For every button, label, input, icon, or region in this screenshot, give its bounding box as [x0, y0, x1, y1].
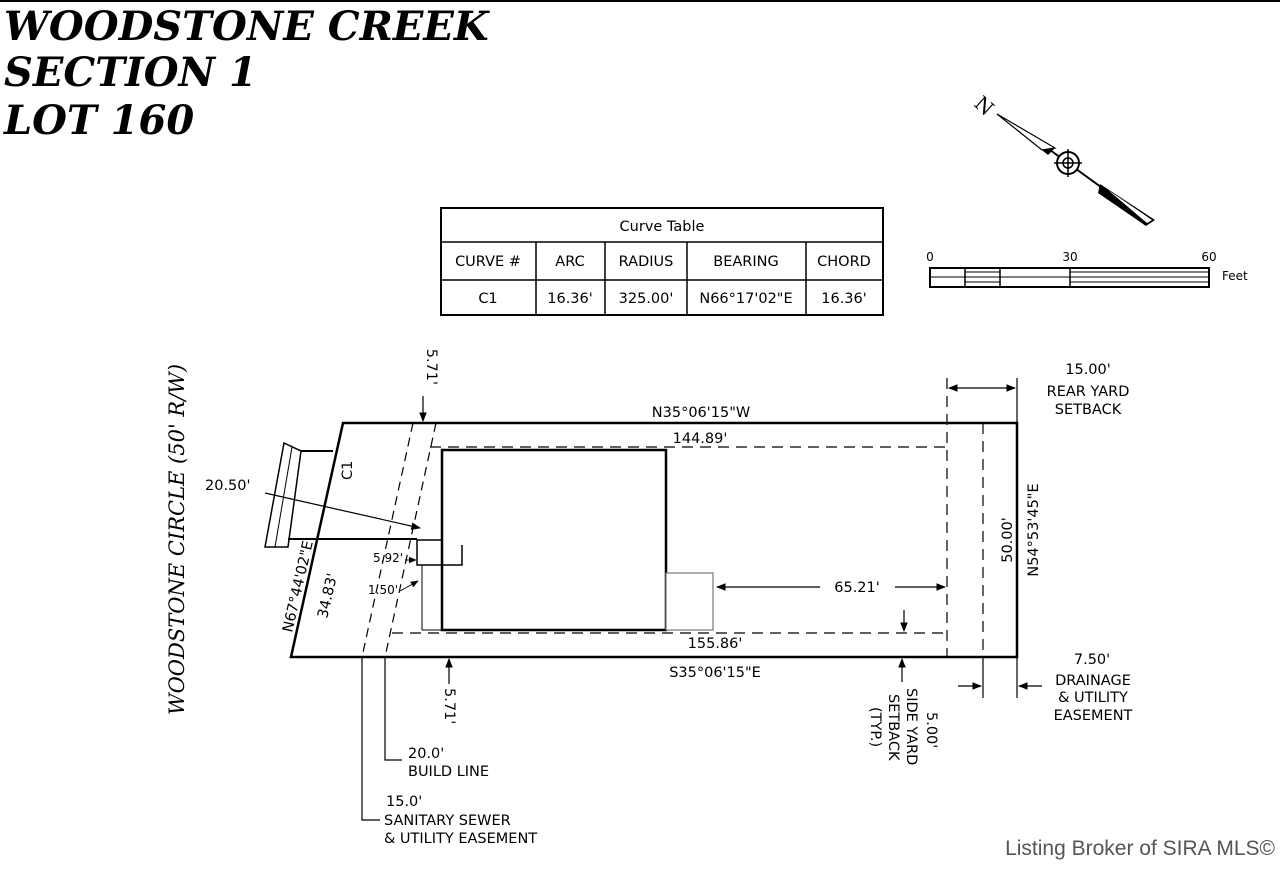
- curve-table-cell: 16.36': [821, 291, 867, 307]
- front-length: 34.83': [315, 572, 341, 620]
- rear-setback-value: 15.00': [1065, 362, 1111, 378]
- north-arrow-icon: N: [970, 91, 1155, 226]
- side-setback-line1: SIDE YARD: [903, 688, 919, 765]
- sewer-easement-line: [361, 422, 414, 658]
- curve-table-header: BEARING: [713, 254, 778, 270]
- build-line-label: BUILD LINE: [408, 764, 489, 780]
- watermark: Listing Broker of SIRA MLS©: [1005, 837, 1275, 860]
- curve-table-cell: 16.36': [547, 291, 593, 307]
- dim-65-21: 65.21': [834, 580, 880, 596]
- side-setback-label: 5.00' SIDE YARD SETBACK (TYP.): [867, 688, 939, 765]
- dim-5-71-top: 5.71': [423, 349, 439, 385]
- rear-bearing: N54°53'45"E: [1026, 483, 1042, 576]
- curve-table: Curve Table CURVE # ARC RADIUS BEARING C…: [440, 207, 884, 316]
- curve-table-cell: C1: [478, 291, 497, 307]
- dim-5-92: 5.92': [373, 551, 403, 565]
- scale-bar: 0 30 60 Feet: [926, 250, 1248, 288]
- build-line: [384, 422, 437, 658]
- sewer-easement-line2: & UTILITY EASEMENT: [384, 831, 537, 847]
- south-setback-length: 155.86': [688, 636, 743, 652]
- curve-table-cell: 325.00': [619, 291, 674, 307]
- side-setback-value: 5.00': [923, 712, 939, 748]
- south-line-bearing: S35°06'15"E: [669, 665, 761, 681]
- rear-setback-line2: SETBACK: [1055, 402, 1122, 418]
- patio: [665, 572, 714, 631]
- rear-setback-line1: REAR YARD: [1047, 384, 1130, 400]
- driveway: [264, 441, 417, 548]
- curve-label: C1: [340, 461, 356, 480]
- side-setback-line3: (TYP.): [867, 707, 883, 747]
- title-line-3: LOT 160: [3, 97, 194, 144]
- dim-20-50-line: [264, 492, 421, 530]
- dim-20-50: 20.50': [205, 478, 251, 494]
- curve-table-header: CHORD: [817, 254, 871, 270]
- scale-tick-60: 60: [1201, 250, 1216, 264]
- side-setback-line2: SETBACK: [885, 694, 901, 761]
- street-label: WOODSTONE CIRCLE (50' R/W): [165, 364, 189, 715]
- front-bearing: N67°44'02"E: [280, 539, 317, 633]
- scale-tick-30: 30: [1062, 250, 1077, 264]
- sewer-easement-leader: [361, 657, 380, 821]
- house-footprint: [416, 448, 714, 632]
- sewer-easement-line1: SANITARY SEWER: [384, 813, 511, 829]
- curve-table-title: Curve Table: [620, 219, 705, 235]
- drainage-line1: DRAINAGE: [1055, 673, 1131, 689]
- build-line-leader: [384, 657, 402, 761]
- build-line-value: 20.0': [408, 746, 444, 762]
- scale-tick-0: 0: [926, 250, 934, 264]
- drainage-line2: & UTILITY: [1058, 690, 1128, 706]
- rear-width: 50.00': [1000, 517, 1016, 563]
- curve-table-header: ARC: [555, 254, 584, 270]
- curve-table-cell: N66°17'02"E: [699, 291, 792, 307]
- title-line-1: WOODSTONE CREEK: [4, 3, 491, 50]
- dim-1-50: 1.50': [368, 583, 398, 597]
- north-setback-length: 144.89': [673, 431, 728, 447]
- sewer-easement-value: 15.0': [386, 794, 422, 810]
- drainage-line3: EASEMENT: [1054, 708, 1133, 724]
- drainage-value: 7.50': [1074, 652, 1110, 668]
- dim-5-71-bottom: 5.71': [441, 688, 457, 724]
- curve-table-header: RADIUS: [619, 254, 674, 270]
- scale-unit: Feet: [1222, 269, 1248, 283]
- north-label: N: [970, 91, 999, 121]
- north-line-bearing: N35°06'15"W: [652, 405, 750, 421]
- curve-table-header: CURVE #: [455, 254, 521, 270]
- title-line-2: SECTION 1: [4, 49, 257, 96]
- dim-1-50-line: [399, 580, 419, 592]
